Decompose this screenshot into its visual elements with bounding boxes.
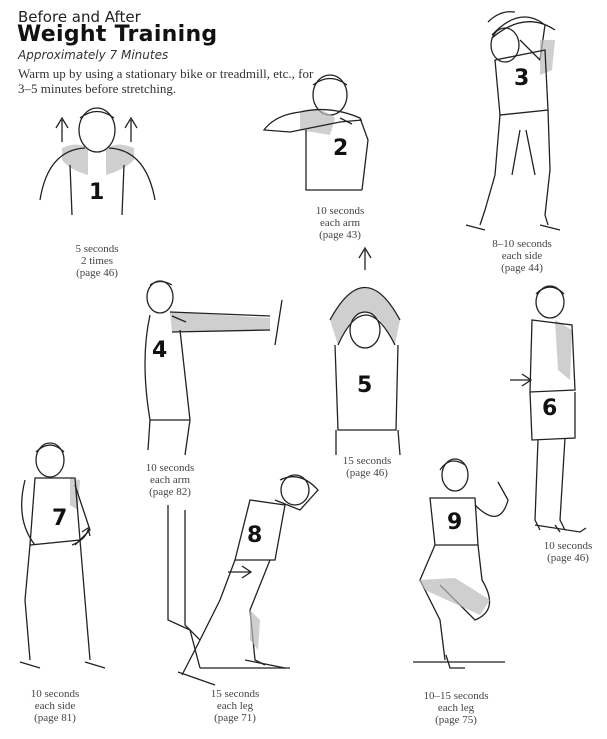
- caption-line: (page 43): [319, 229, 361, 241]
- caption-line: each side: [34, 700, 76, 712]
- caption-line: (page 44): [501, 262, 543, 274]
- caption-line: (page 46): [76, 267, 118, 279]
- exercise-number: 7: [52, 506, 68, 531]
- caption-line: 15 seconds: [342, 455, 392, 467]
- page-title: Weight Training: [17, 22, 218, 47]
- caption-line: 2 times: [80, 255, 114, 267]
- exercise-number: 5: [357, 373, 373, 398]
- caption-line: (page 46): [547, 552, 589, 564]
- caption-line: 10 seconds: [30, 688, 80, 700]
- exercise-caption: 10–15 seconds each leg (page 75): [401, 690, 511, 726]
- exercise-caption: 10 seconds each arm (page 43): [285, 205, 395, 241]
- exercise-number: 4: [152, 338, 168, 363]
- caption-line: (page 82): [149, 486, 191, 498]
- exercise-caption: 15 seconds each leg (page 71): [180, 688, 290, 724]
- intro-text: Warm up by using a stationary bike or tr…: [18, 66, 314, 96]
- caption-line: (page 71): [214, 712, 256, 724]
- caption-line: each arm: [320, 217, 360, 229]
- exercise-number: 2: [333, 136, 349, 161]
- exercise-caption: 15 seconds (page 46): [312, 455, 422, 479]
- exercise-caption: 5 seconds 2 times (page 46): [42, 243, 152, 279]
- exercise-number: 6: [542, 396, 558, 421]
- exercise-number: 8: [247, 523, 263, 548]
- caption-line: 10 seconds: [543, 540, 593, 552]
- exercise-caption: 10 seconds each arm (page 82): [115, 462, 225, 498]
- exercise-caption: 10 seconds each side (page 81): [0, 688, 110, 724]
- caption-line: 10 seconds: [315, 205, 365, 217]
- exercise-number: 3: [514, 66, 530, 91]
- caption-line: (page 81): [34, 712, 76, 724]
- caption-line: 5 seconds: [75, 243, 119, 255]
- header-kicker: Before and After: [18, 8, 141, 26]
- exercise-number: 1: [89, 180, 105, 205]
- caption-line: 8–10 seconds: [492, 238, 552, 250]
- caption-line: each leg: [216, 700, 254, 712]
- exercise-caption: 10 seconds (page 46): [513, 540, 607, 564]
- exercise-caption: 8–10 seconds each side (page 44): [467, 238, 577, 274]
- caption-line: (page 75): [435, 714, 477, 726]
- caption-line: each side: [501, 250, 543, 262]
- caption-line: 10 seconds: [145, 462, 195, 474]
- caption-line: 10–15 seconds: [423, 690, 489, 702]
- exercise-number: 9: [447, 510, 463, 535]
- caption-line: each arm: [150, 474, 190, 486]
- caption-line: each leg: [437, 702, 475, 714]
- caption-line: (page 46): [346, 467, 388, 479]
- page-subtitle: Approximately 7 Minutes: [18, 48, 169, 62]
- caption-line: 15 seconds: [210, 688, 260, 700]
